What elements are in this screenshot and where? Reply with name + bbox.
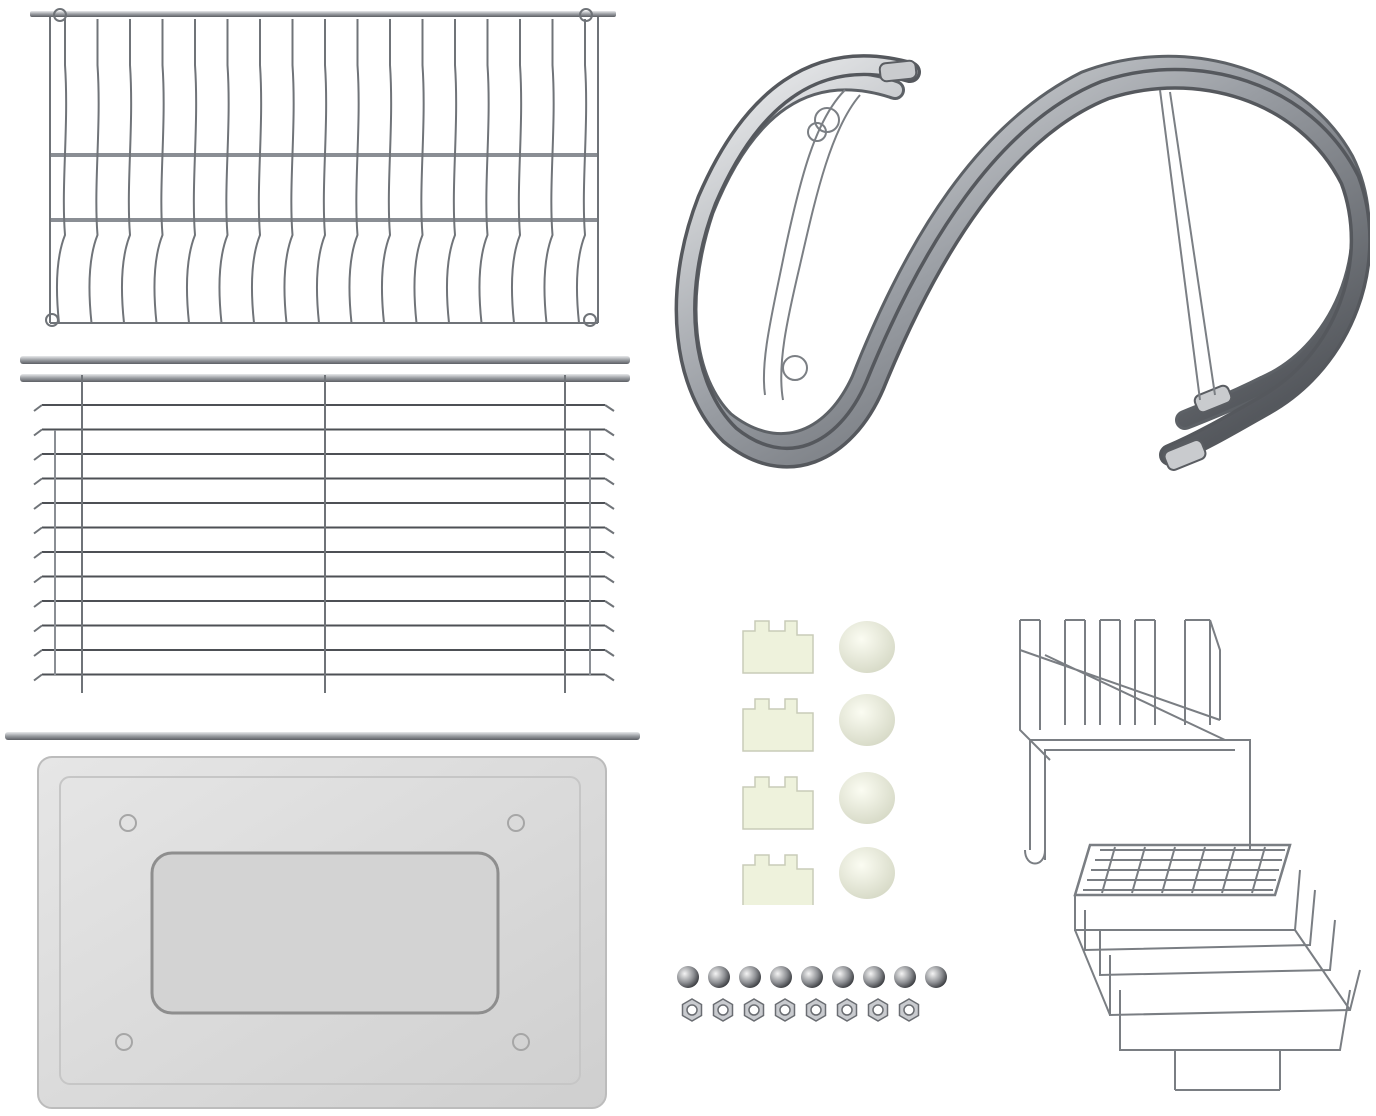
metal-rod-icon <box>5 732 640 740</box>
support-rod-1 <box>20 356 630 364</box>
nuts-and-bolts <box>670 960 960 1030</box>
wire-grid-icon <box>30 8 616 327</box>
foot-pad-icon <box>839 621 895 899</box>
clip-icon <box>742 620 814 905</box>
utensil-holder-and-board-rack <box>1005 610 1365 1100</box>
wire-holder-icon <box>1019 619 1361 1091</box>
foot-pads <box>835 615 900 905</box>
upper-dish-rack <box>30 5 630 335</box>
plastic-clips <box>735 615 820 905</box>
support-rod-3 <box>5 732 640 740</box>
metal-rod-icon <box>20 356 630 364</box>
tray-icon <box>37 756 607 1109</box>
cap-nut-icon <box>677 966 947 1022</box>
drip-tray <box>36 755 608 1110</box>
wire-grid-icon <box>33 375 615 693</box>
lower-bowl-rack <box>30 375 620 700</box>
s-frame-icon <box>674 54 1370 471</box>
s-shaped-side-frames <box>655 50 1370 480</box>
